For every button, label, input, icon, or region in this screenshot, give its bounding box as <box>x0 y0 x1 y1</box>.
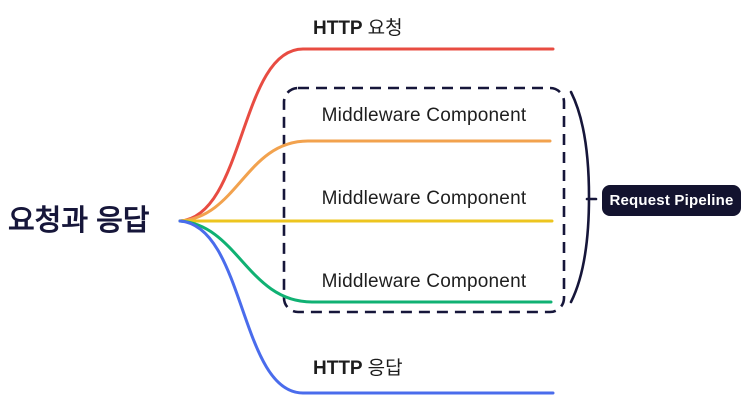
root-node-label: 요청과 응답 <box>8 205 150 237</box>
middleware-component-label-1: Middleware Component <box>321 105 527 126</box>
edge-middleware-3 <box>178 219 553 304</box>
middleware-pipeline-box <box>282 86 566 314</box>
http-request-suffix: 요청 <box>367 18 403 39</box>
middleware-component-label-3: Middleware Component <box>321 271 527 292</box>
http-request-prefix: HTTP <box>313 18 363 39</box>
edge-http-response <box>178 219 555 395</box>
http-response-suffix: 응답 <box>367 358 403 379</box>
edge-middleware-1 <box>178 139 552 223</box>
http-response-prefix: HTTP <box>313 358 363 379</box>
middleware-component-label-2: Middleware Component <box>321 188 527 209</box>
edge-http-request <box>178 47 555 223</box>
pipeline-brace <box>569 90 591 304</box>
request-pipeline-badge: Request Pipeline <box>602 185 741 216</box>
